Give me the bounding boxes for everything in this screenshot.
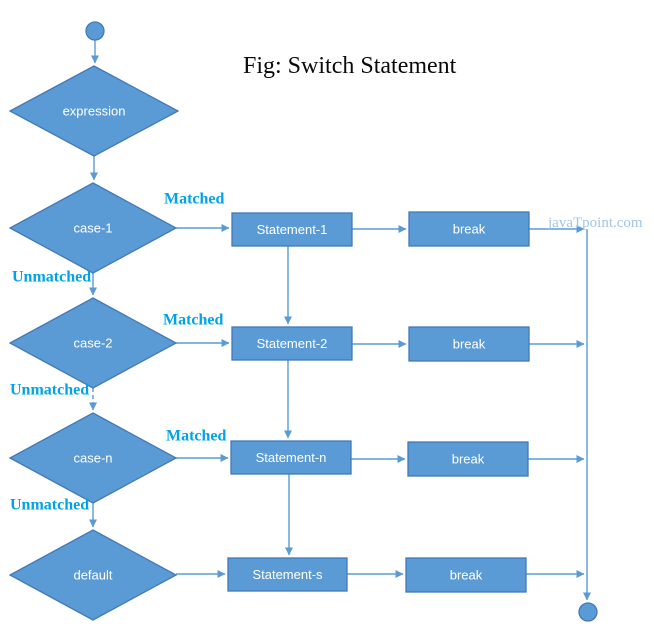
node-break-2 xyxy=(408,326,530,362)
node-break-3 xyxy=(407,441,529,477)
figure-title: Fig: Switch Statement xyxy=(243,53,457,79)
node-statement-n xyxy=(230,440,352,475)
node-label-case-n: case-n xyxy=(73,451,112,466)
node-label-statement-2: Statement-2 xyxy=(257,336,328,351)
branch-label-unmatched-3: Unmatched xyxy=(10,496,89,513)
branch-label-unmatched-2: Unmatched xyxy=(10,381,89,398)
node-label-case-2: case-2 xyxy=(73,336,112,351)
node-label-default: default xyxy=(73,568,112,583)
node-statement-s xyxy=(227,557,348,592)
node-case-2 xyxy=(8,297,178,389)
node-label-statement-1: Statement-1 xyxy=(257,222,328,237)
node-default xyxy=(8,529,178,621)
node-label-case-1: case-1 xyxy=(73,221,112,236)
node-case-1 xyxy=(8,182,178,274)
node-label-break-4: break xyxy=(450,568,483,583)
branch-label-unmatched-1: Unmatched xyxy=(12,268,91,285)
node-start xyxy=(85,21,105,41)
node-label-statement-s: Statement-s xyxy=(252,567,323,582)
node-label-break-1: break xyxy=(453,222,486,237)
node-label-break-3: break xyxy=(452,452,485,467)
node-expression xyxy=(8,65,180,157)
node-label-break-2: break xyxy=(453,337,486,352)
node-case-n xyxy=(8,412,178,504)
branch-label-matched-3: Matched xyxy=(166,427,227,444)
node-statement-1 xyxy=(231,212,353,247)
node-break-4 xyxy=(405,557,527,593)
node-statement-2 xyxy=(231,326,353,361)
node-break-1 xyxy=(408,211,530,247)
node-end xyxy=(578,602,598,622)
branch-label-matched-1: Matched xyxy=(164,190,225,207)
node-label-statement-n: Statement-n xyxy=(256,450,327,465)
branch-label-matched-2: Matched xyxy=(163,311,224,328)
node-label-expression: expression xyxy=(63,104,126,119)
